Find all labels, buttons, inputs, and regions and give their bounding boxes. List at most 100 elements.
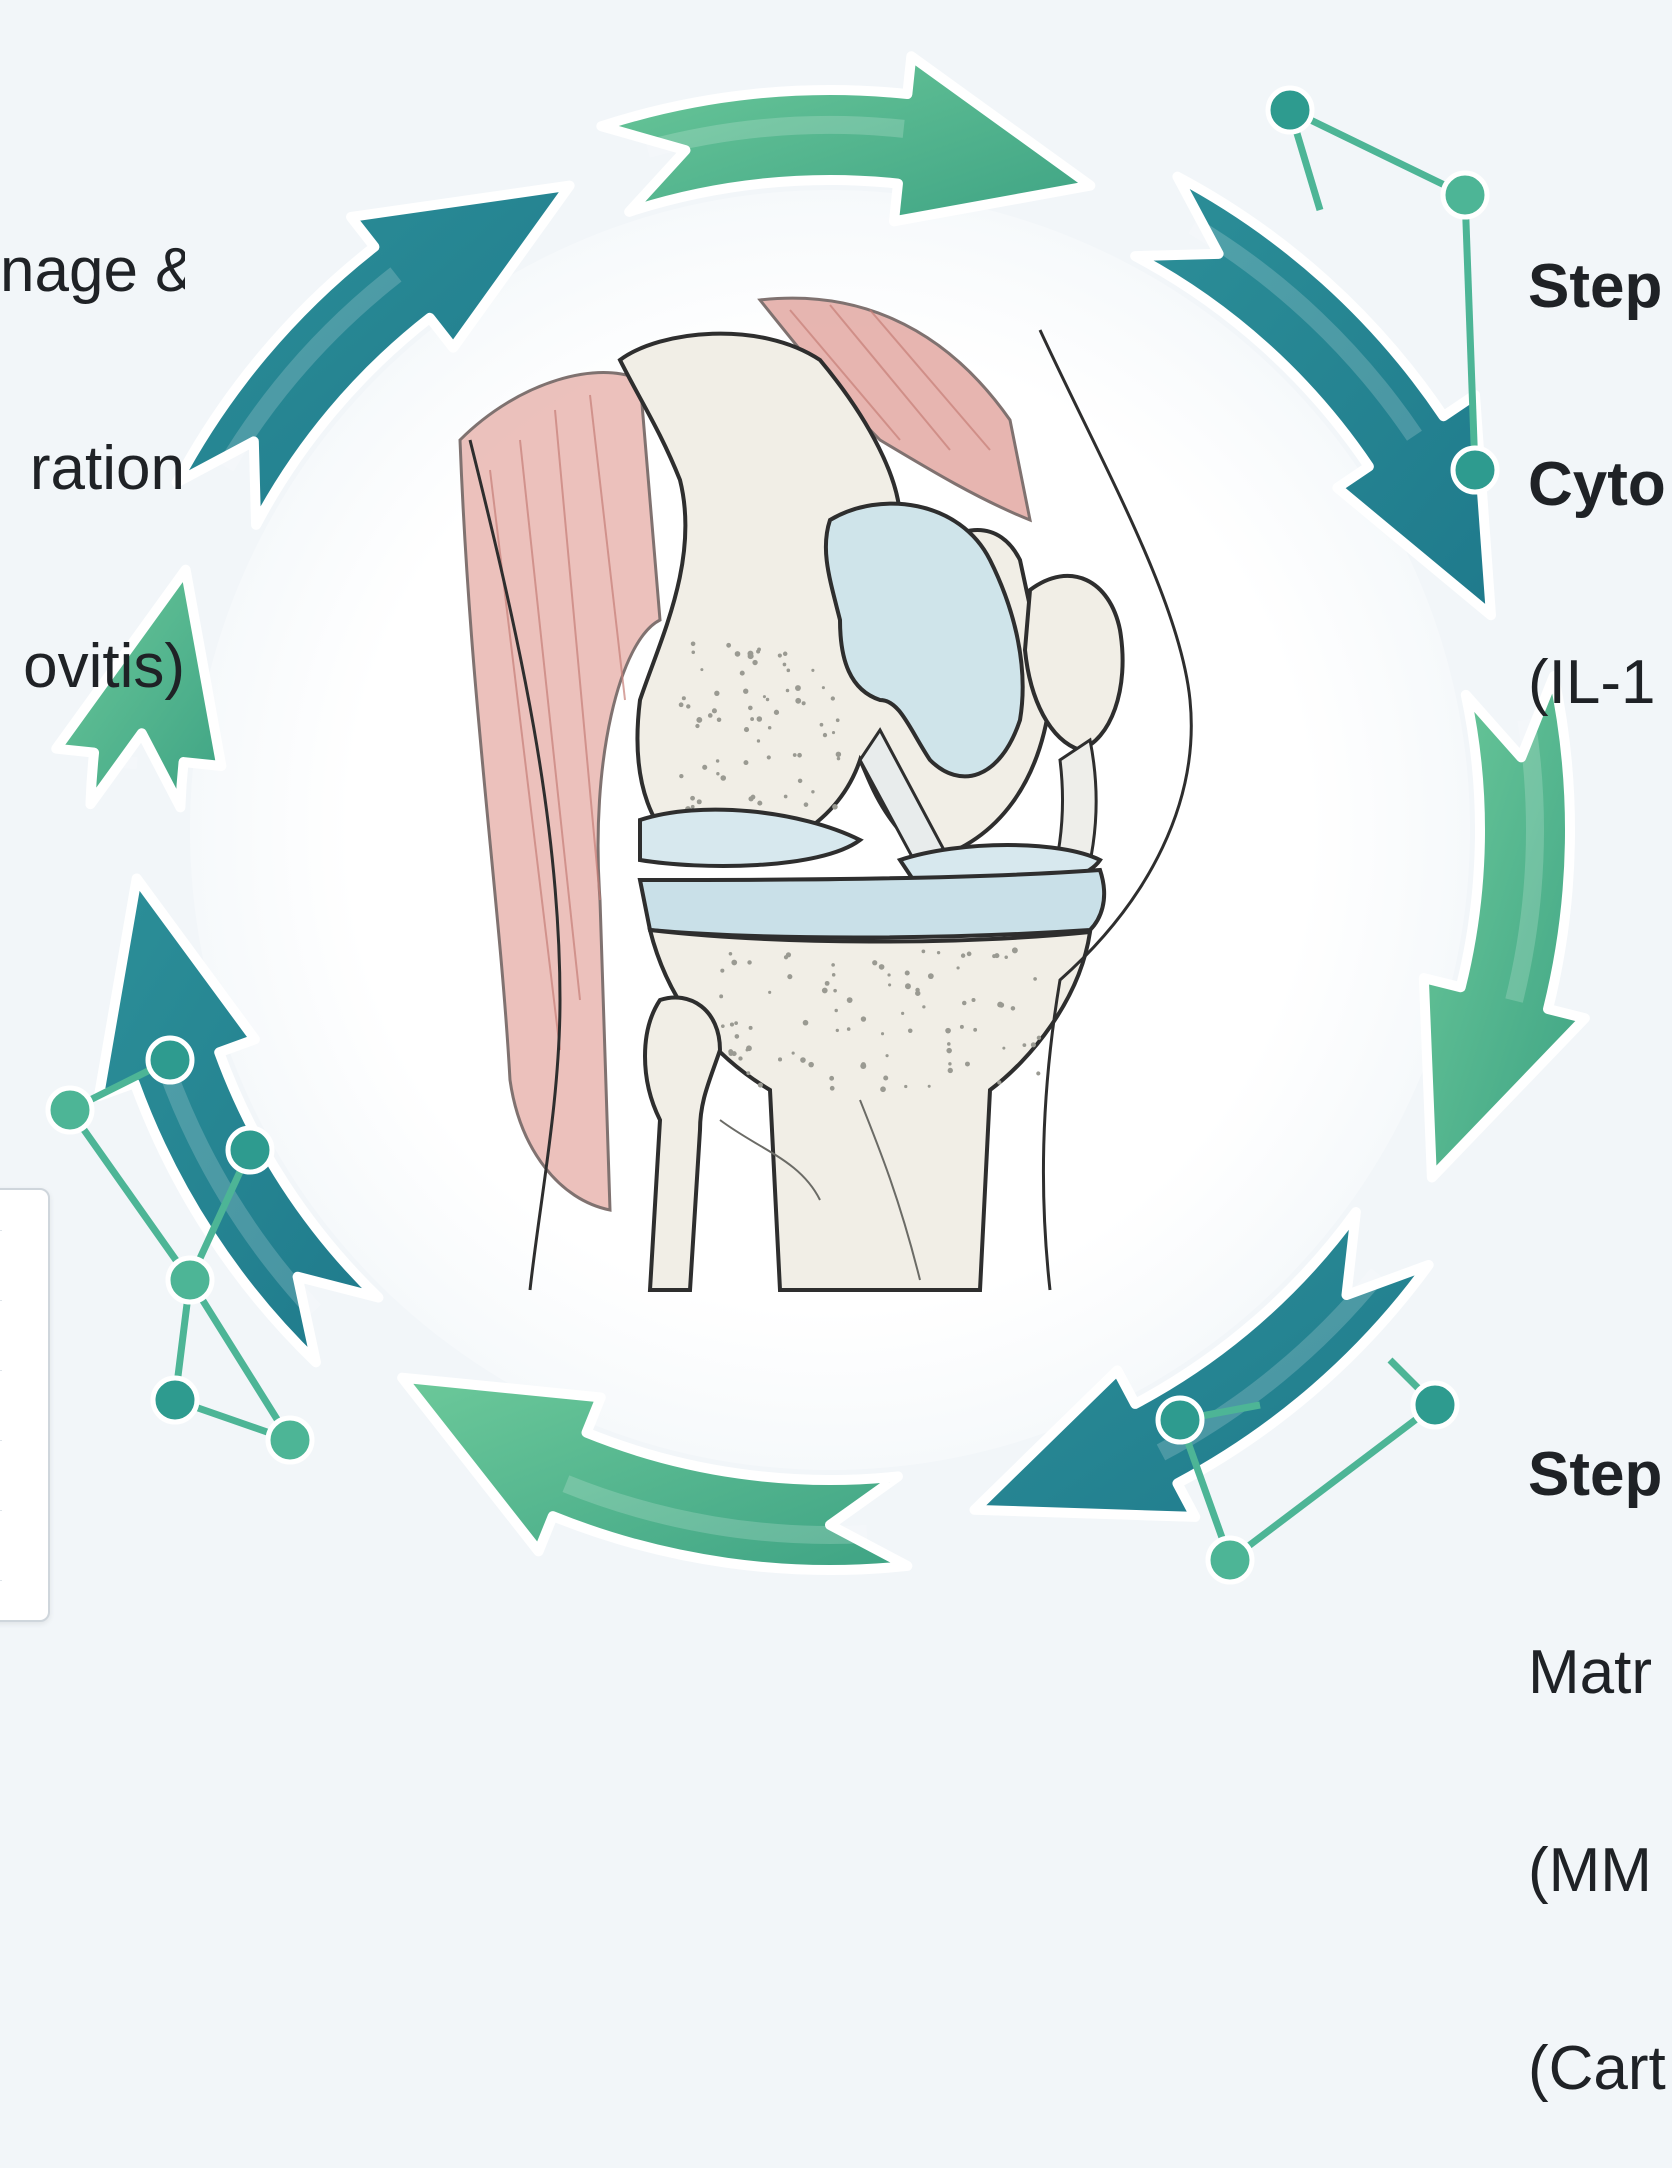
bone-texture-dot <box>836 718 840 722</box>
bone-texture-dot <box>735 1034 740 1039</box>
bone-texture-dot <box>928 1085 931 1088</box>
network-node <box>168 1258 212 1302</box>
bone-texture-dot <box>1004 956 1007 959</box>
network-node <box>1268 88 1312 132</box>
bone-texture-dot <box>740 671 745 676</box>
bone-texture-dot <box>787 974 792 979</box>
bone-texture-dot <box>829 1076 834 1081</box>
bone-texture-dot <box>731 960 737 966</box>
bone-texture-dot <box>679 774 683 778</box>
bone-texture-dot <box>997 1002 1003 1008</box>
bone-texture-dot <box>1031 1042 1036 1047</box>
bone-texture-dot <box>719 994 723 998</box>
bone-texture-dot <box>783 652 787 656</box>
bone-texture-dot <box>937 951 940 954</box>
bone-texture-dot <box>729 952 733 956</box>
bone-texture-dot <box>960 1025 964 1029</box>
bone-texture-dot <box>860 1063 866 1069</box>
bone-texture-dot <box>962 1001 967 1006</box>
bone-texture-dot <box>823 733 827 737</box>
network-node <box>1208 1538 1252 1582</box>
bone-texture-dot <box>748 796 753 801</box>
bone-texture-dot <box>744 727 749 732</box>
bone-texture-dot <box>922 950 926 954</box>
bone-texture-dot <box>743 760 748 765</box>
bone-texture-dot <box>811 669 814 672</box>
bone-texture-dot <box>738 1056 742 1060</box>
bone-texture-dot <box>734 1021 738 1025</box>
bone-texture-dot <box>971 998 975 1002</box>
bone-texture-dot <box>945 1028 951 1034</box>
bone-texture-dot <box>696 717 702 723</box>
bone-texture-dot <box>836 1029 839 1032</box>
tibia-cartilage <box>640 870 1104 938</box>
bone-texture-dot <box>808 1062 814 1068</box>
bone-texture-dot <box>831 696 835 700</box>
bone-texture-dot <box>888 983 891 986</box>
network-node <box>268 1418 312 1462</box>
right-top-line-1: Cyto <box>1528 452 1672 518</box>
bone-texture-dot <box>922 1005 925 1008</box>
bone-texture-dot <box>798 779 803 784</box>
left-line-2: ration <box>0 436 185 502</box>
bone-texture-dot <box>967 952 972 957</box>
bone-texture-dot <box>695 724 699 728</box>
bone-texture-dot <box>682 696 686 700</box>
bone-texture-dot <box>721 1024 725 1028</box>
bone-texture-dot <box>905 970 910 975</box>
bone-texture-dot <box>803 1020 809 1026</box>
bone-texture-dot <box>883 1076 888 1081</box>
network-node <box>1158 1398 1202 1442</box>
bone-texture-dot <box>716 772 719 775</box>
bone-texture-dot <box>881 1032 884 1035</box>
right-bottom-title: Step <box>1528 1442 1672 1508</box>
bone-texture-dot <box>885 1054 888 1057</box>
bone-texture-dot <box>880 1086 886 1092</box>
bone-texture-dot <box>1012 947 1018 953</box>
bone-texture-dot <box>716 759 719 762</box>
bone-texture-dot <box>774 710 779 715</box>
network-node <box>1413 1383 1457 1427</box>
bone-texture-dot <box>714 691 719 696</box>
bone-texture-dot <box>946 1048 952 1054</box>
bone-texture-dot <box>887 973 890 976</box>
bone-texture-dot <box>811 790 814 793</box>
bone-texture-dot <box>747 960 751 964</box>
side-panel-card <box>0 1188 50 1622</box>
bone-texture-dot <box>879 964 885 970</box>
bone-texture-dot <box>730 1022 734 1026</box>
bone-texture-dot <box>726 643 731 648</box>
bone-texture-dot <box>928 973 934 979</box>
bone-texture-dot <box>767 755 771 759</box>
bone-texture-dot <box>973 1028 977 1032</box>
bone-texture-dot <box>904 1085 907 1088</box>
bone-texture-dot <box>768 991 771 994</box>
bone-texture-dot <box>757 716 763 722</box>
left-line-1: nage & <box>0 238 185 304</box>
bone-texture-dot <box>743 689 748 694</box>
bone-texture-dot <box>956 966 959 969</box>
right-top-title: Step <box>1528 254 1672 320</box>
bone-texture-dot <box>690 796 695 801</box>
bone-texture-dot <box>778 1057 782 1061</box>
bone-texture-dot <box>830 1086 835 1091</box>
bone-texture-dot <box>1011 1006 1016 1011</box>
bone-texture-dot <box>749 1026 753 1030</box>
step-label-right-bottom: Step Matr (MM (Cart <box>1528 1310 1672 2168</box>
bone-texture-dot <box>847 1027 851 1031</box>
bone-texture-dot <box>691 641 696 646</box>
bone-texture-dot <box>757 801 762 806</box>
right-bottom-line-1: Matr <box>1528 1640 1672 1706</box>
step-label-right-top: Step Cyto (IL-1 <box>1528 122 1672 782</box>
bone-texture-dot <box>712 708 717 713</box>
bone-texture-dot <box>832 973 836 977</box>
network-node <box>48 1088 92 1132</box>
network-node <box>148 1038 192 1082</box>
bone-texture-dot <box>901 1012 904 1015</box>
network-node <box>153 1378 197 1422</box>
network-node <box>228 1128 272 1172</box>
bone-texture-dot <box>1037 1036 1041 1040</box>
bone-texture-dot <box>750 717 754 721</box>
bone-texture-dot <box>708 713 713 718</box>
bone-texture-dot <box>746 1071 750 1075</box>
